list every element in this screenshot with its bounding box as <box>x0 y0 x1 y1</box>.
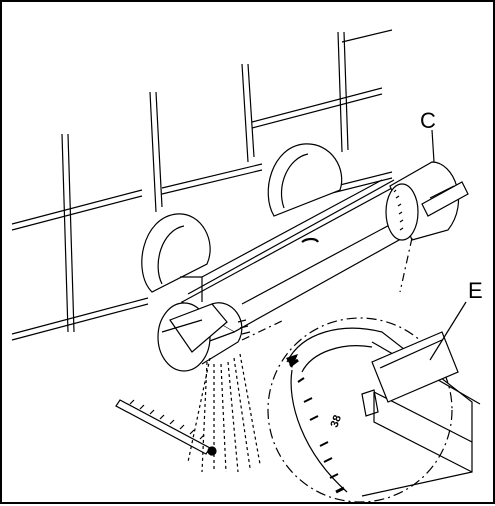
leader-e <box>429 301 467 361</box>
callout-e: E <box>468 278 483 303</box>
flow-control-handle[interactable] <box>157 302 251 372</box>
detail-magnifier <box>241 237 481 503</box>
wall-bracket-left <box>141 213 211 293</box>
leader-c <box>431 129 435 163</box>
water-spray <box>187 353 261 473</box>
scale-marker-38: 38 <box>329 413 344 429</box>
wall-bracket-right <box>267 143 343 217</box>
thermometer <box>115 399 217 456</box>
temperature-control-handle[interactable] <box>385 161 469 241</box>
callout-c: C <box>420 108 436 133</box>
scale-arrow-icon <box>286 354 298 368</box>
